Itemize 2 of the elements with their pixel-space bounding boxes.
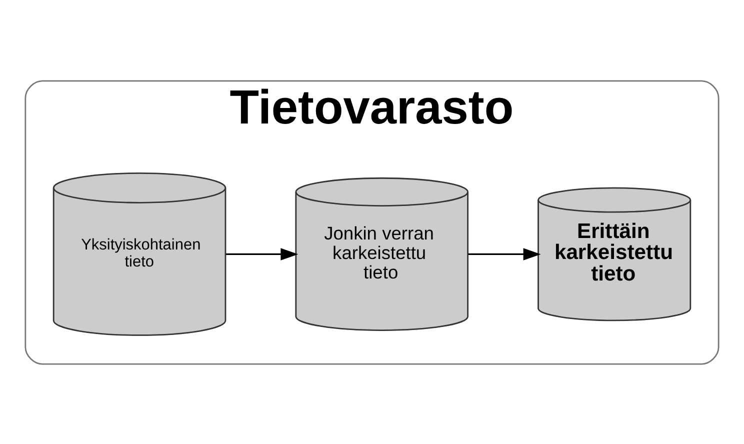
arrow bbox=[468, 248, 541, 260]
arrow bbox=[226, 248, 298, 260]
